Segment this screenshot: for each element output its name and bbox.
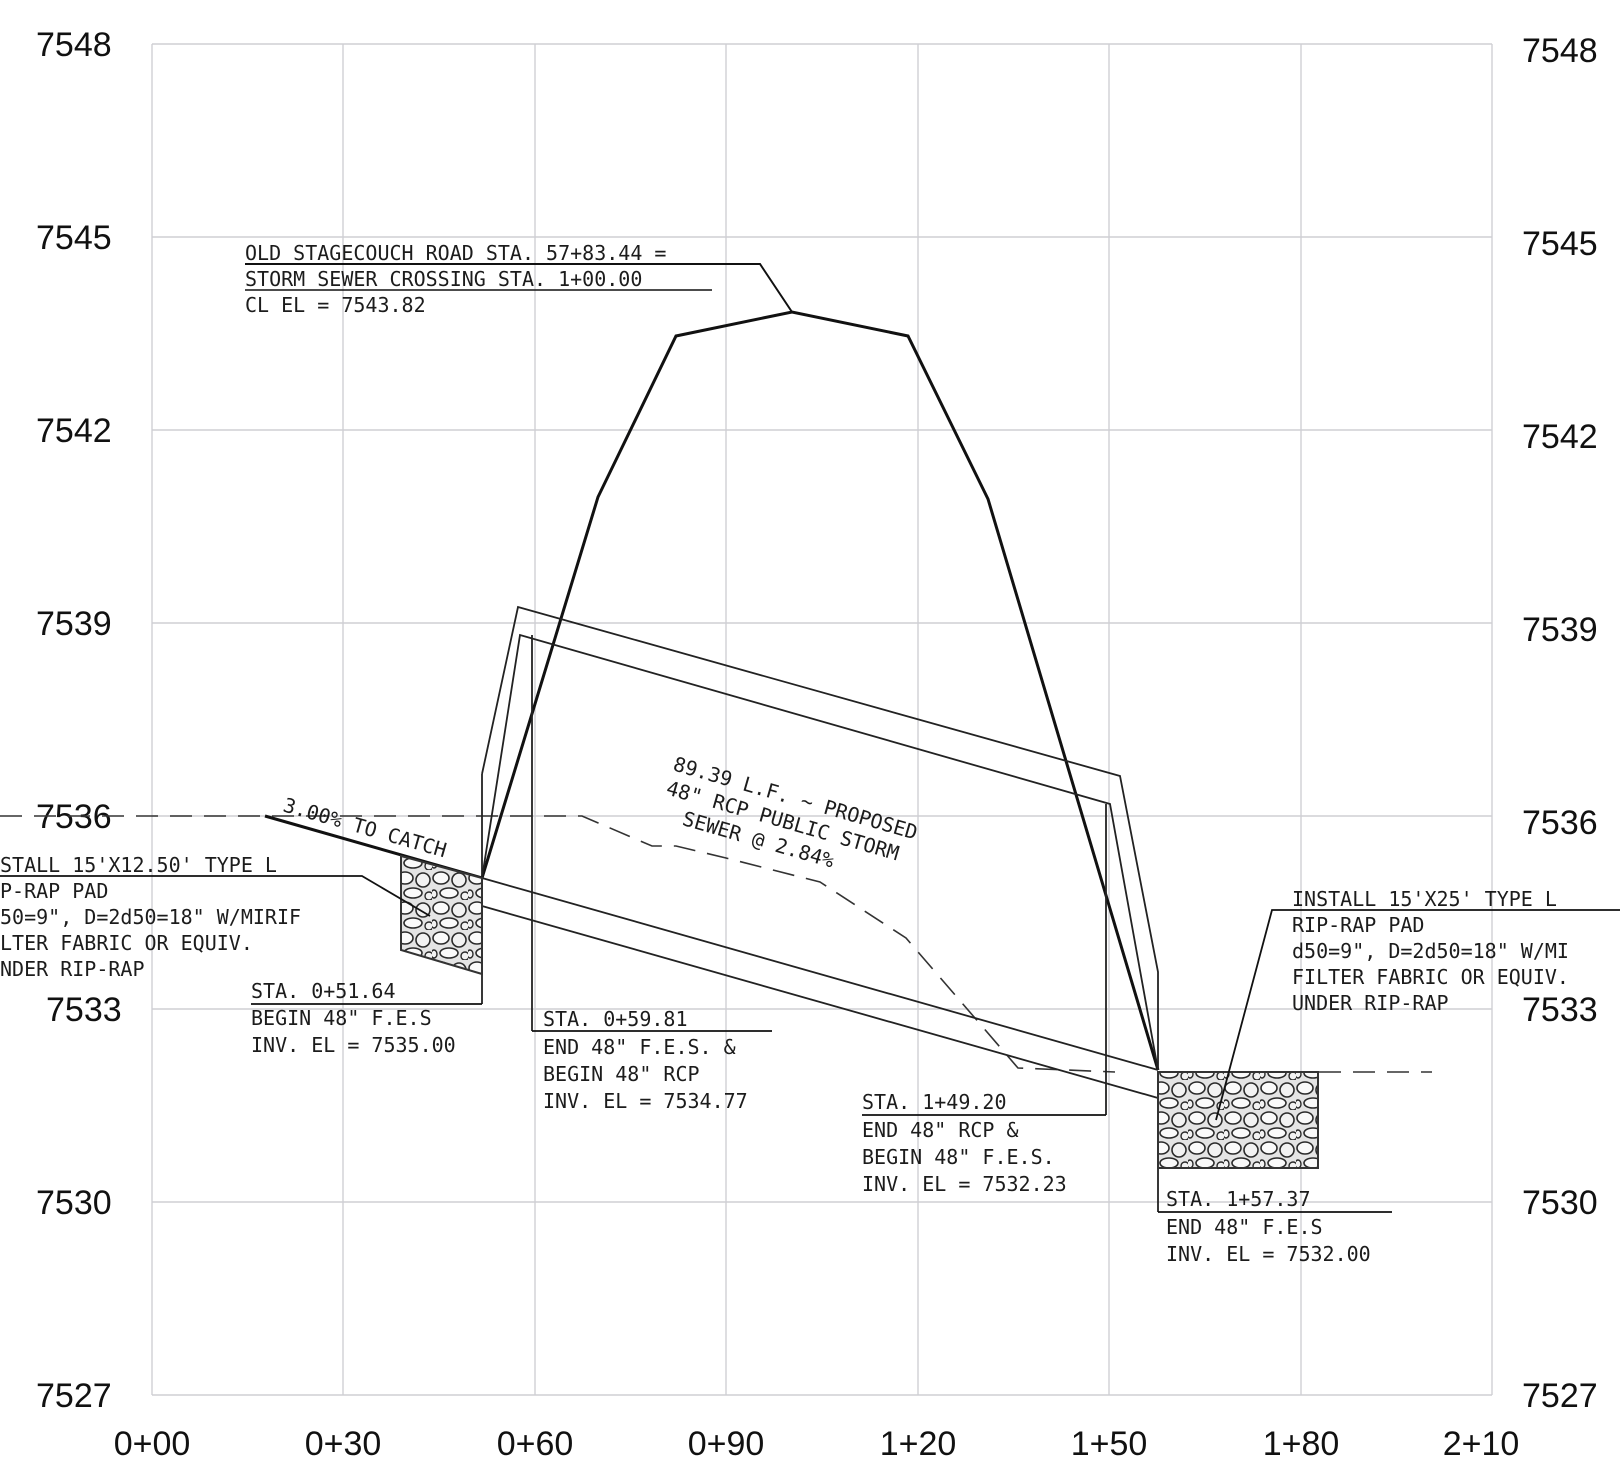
elevation-label: 7527: [1522, 1377, 1598, 1415]
elevation-label: 7536: [36, 798, 112, 836]
pipe-bottom-line: [481, 905, 1159, 1099]
elevation-label: 7533: [1522, 991, 1598, 1029]
station-label: 0+90: [688, 1425, 765, 1463]
station-label: 0+00: [114, 1425, 191, 1463]
elevation-label: 7539: [36, 605, 112, 643]
station-label: 0+30: [305, 1425, 382, 1463]
callout-line: INSTALL 15'X25' TYPE L: [1292, 887, 1557, 911]
road-crossing-callout: OLD STAGECOUCH ROAD STA. 57+83.44 = STOR…: [245, 241, 793, 317]
elevation-label: 7542: [36, 412, 112, 450]
callout-line: INV. EL = 7535.00: [251, 1033, 456, 1057]
riprap-left-callout: STALL 15'X12.50' TYPE L P-RAP PAD 50=9",…: [0, 853, 431, 981]
callout-line: LTER FABRIC OR EQUIV.: [0, 931, 253, 955]
station-axis: 0+00 0+30 0+60 0+90 1+20 1+50 1+80 2+10: [114, 1425, 1520, 1463]
elevation-label: 7545: [1522, 225, 1598, 263]
sta-1-49-callout: STA. 1+49.20 END 48" RCP & BEGIN 48" F.E…: [862, 1090, 1106, 1196]
elevation-label: 7539: [1522, 611, 1598, 649]
callout-line: FILTER FABRIC OR EQUIV.: [1292, 965, 1569, 989]
riprap-right-callout: INSTALL 15'X25' TYPE L RIP-RAP PAD d50=9…: [1215, 887, 1620, 1121]
callout-line: BEGIN 48" RCP: [543, 1062, 700, 1086]
callout-line: STA. 1+57.37: [1166, 1187, 1311, 1211]
callout-line: CL EL = 7543.82: [245, 293, 426, 317]
callout-line: END 48" RCP &: [862, 1118, 1019, 1142]
riprap-pad-right: [1157, 1071, 1319, 1169]
pipe-invert-line: [481, 877, 1159, 1071]
pipe-crown-line: [481, 633, 1159, 1071]
sta-1-57-callout: STA. 1+57.37 END 48" F.E.S INV. EL = 753…: [1158, 1187, 1392, 1266]
callout-line: END 48" F.E.S: [1166, 1215, 1323, 1239]
callout-line: INV. EL = 7532.23: [862, 1172, 1067, 1196]
riprap-pad-left: [400, 854, 483, 976]
callout-line: BEGIN 48" F.E.S.: [862, 1145, 1055, 1169]
callout-line: INV. EL = 7534.77: [543, 1089, 748, 1113]
pipe-top-outline: [481, 605, 1159, 1070]
callout-line: 50=9", D=2d50=18" W/MIRIF: [0, 905, 301, 929]
callout-line: OLD STAGECOUCH ROAD STA. 57+83.44 =: [245, 241, 666, 265]
leader-line: [1215, 909, 1620, 1121]
road-profile-line: [264, 310, 1160, 1071]
callout-line: STORM SEWER CROSSING STA. 1+00.00: [245, 267, 642, 291]
callout-line: BEGIN 48" F.E.S: [251, 1006, 432, 1030]
callout-line: RIP-RAP PAD: [1292, 913, 1424, 937]
station-label: 1+20: [880, 1425, 957, 1463]
elevation-axis-left: 7548 7545 7542 7539 7536 7533 7530 7527: [36, 26, 122, 1415]
elevation-label: 7548: [36, 26, 112, 64]
sta-0-59-callout: STA. 0+59.81 END 48" F.E.S. & BEGIN 48" …: [532, 1007, 772, 1113]
elevation-label: 7548: [1522, 32, 1598, 70]
elevation-label: 7530: [1522, 1184, 1598, 1222]
existing-ground-line: [0, 815, 1116, 1073]
callout-line: UNDER RIP-RAP: [1292, 991, 1449, 1015]
callout-line: END 48" F.E.S. &: [543, 1035, 736, 1059]
callout-line: P-RAP PAD: [0, 879, 108, 903]
leader-line: [0, 875, 431, 917]
callout-line: NDER RIP-RAP: [0, 957, 145, 981]
station-label: 1+80: [1263, 1425, 1340, 1463]
leader-line: [245, 263, 793, 313]
sta-0-51-callout: STA. 0+51.64 BEGIN 48" F.E.S INV. EL = 7…: [251, 979, 482, 1057]
station-label: 0+60: [497, 1425, 574, 1463]
elevation-label: 7533: [46, 991, 122, 1029]
station-label: 2+10: [1443, 1425, 1520, 1463]
elevation-label: 7536: [1522, 804, 1598, 842]
elevation-label: 7542: [1522, 418, 1598, 456]
callout-line: STALL 15'X12.50' TYPE L: [0, 853, 277, 877]
elevation-label: 7530: [36, 1184, 112, 1222]
callout-line: STA. 1+49.20: [862, 1090, 1007, 1114]
callout-line: INV. EL = 7532.00: [1166, 1242, 1371, 1266]
elevation-label: 7545: [36, 219, 112, 257]
callout-line: STA. 0+59.81: [543, 1007, 688, 1031]
station-label: 1+50: [1071, 1425, 1148, 1463]
pipe-description: 89.39 L.F. ~ PROPOSED 48" RCP PUBLIC STO…: [664, 752, 921, 873]
callout-line: d50=9", D=2d50=18" W/MI: [1292, 939, 1569, 963]
elevation-axis-right: 7548 7545 7542 7539 7536 7533 7530 7527: [1522, 32, 1598, 1415]
elevation-label: 7527: [36, 1377, 112, 1415]
callout-line: STA. 0+51.64: [251, 979, 396, 1003]
